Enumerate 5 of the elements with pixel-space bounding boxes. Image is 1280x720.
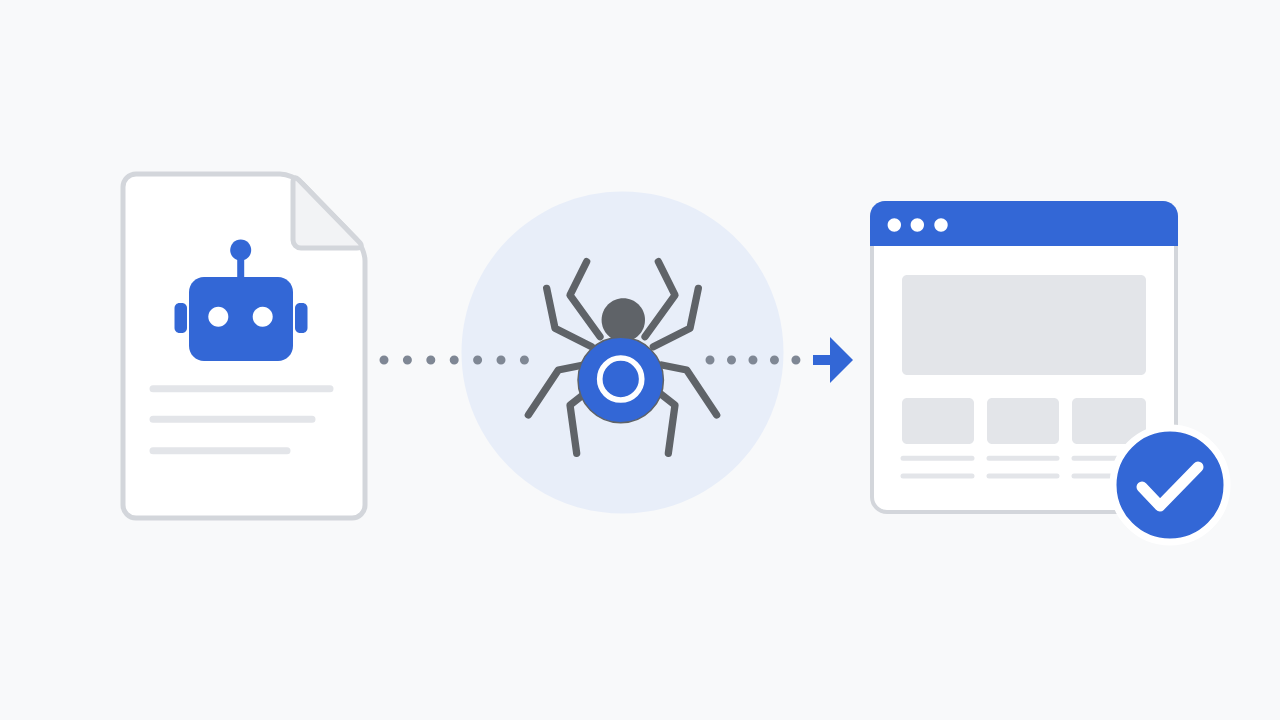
spider-icon [524,258,721,457]
backdrop-circle [461,191,784,514]
dotted-line [379,355,530,365]
browser-window-icon [870,201,1178,514]
dotted-arrow [705,337,853,383]
